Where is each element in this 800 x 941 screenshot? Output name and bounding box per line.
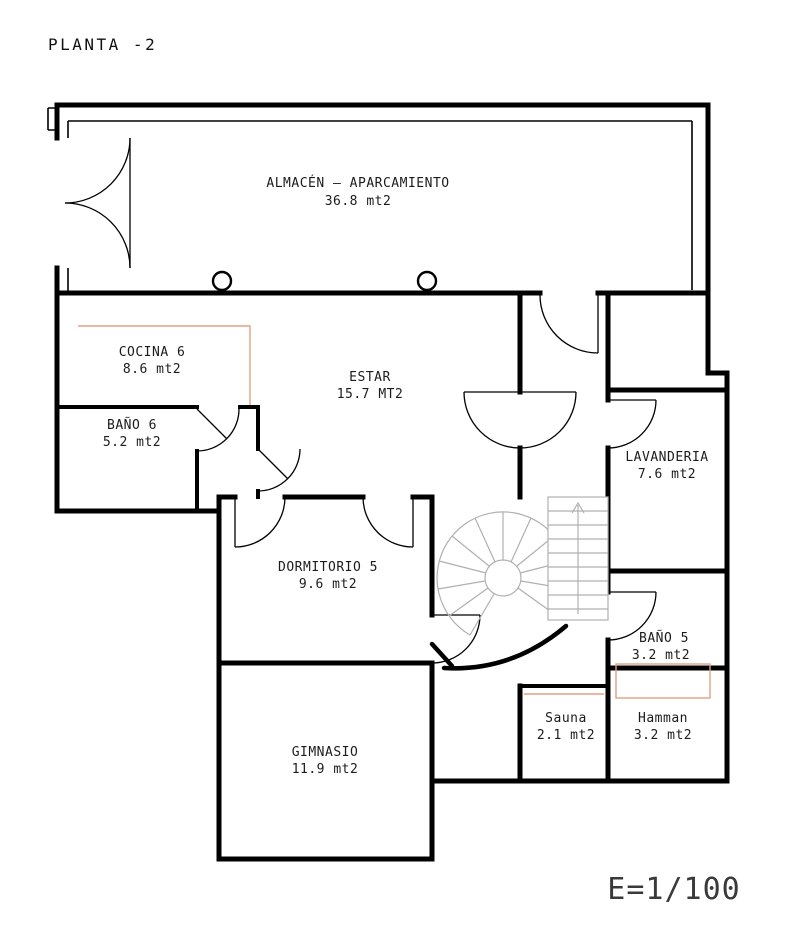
room-area: 8.6 mt2 [123, 362, 181, 377]
dormitorio-door-left [234, 496, 286, 548]
room-area: 7.6 mt2 [638, 467, 696, 482]
room-area: 3.2 mt2 [634, 728, 692, 743]
scale-label: E=1/100 [607, 872, 740, 907]
room-area: 5.2 mt2 [103, 435, 161, 450]
room-name: Sauna [545, 711, 587, 726]
estar-double-door [463, 391, 577, 449]
garage-door-lower-arc [64, 202, 131, 269]
plan-title: PLANTA -2 [48, 35, 157, 54]
column-icon [211, 270, 233, 292]
room-labels: ALMACÉN — APARCAMIENTO 36.8 mt2 COCINA 6… [103, 175, 708, 777]
room-area: 11.9 mt2 [292, 762, 359, 777]
room-area: 15.7 MT2 [337, 387, 404, 402]
room-name: Hamman [638, 711, 688, 726]
room-name: BAÑO 5 [639, 630, 689, 646]
room-label-gimnasio: GIMNASIO 11.9 mt2 [292, 745, 359, 777]
room-label-cocina: COCINA 6 8.6 mt2 [119, 345, 186, 377]
room-label-almacen: ALMACÉN — APARCAMIENTO 36.8 mt2 [266, 175, 449, 209]
room-label-bano5: BAÑO 5 3.2 mt2 [632, 630, 690, 663]
bano5-door [607, 591, 657, 641]
room-name: COCINA 6 [119, 345, 186, 360]
room-name: ESTAR [349, 370, 391, 385]
straight-staircase [547, 496, 609, 621]
room-area: 2.1 mt2 [537, 728, 595, 743]
room-label-bano6: BAÑO 6 5.2 mt2 [103, 417, 161, 450]
vestibule-door [257, 448, 301, 492]
walls [47, 102, 730, 862]
room-area: 9.6 mt2 [299, 577, 357, 592]
kitchen-counter-line [78, 325, 251, 405]
lavanderia-door [607, 399, 657, 449]
stair-enclosure [429, 623, 569, 671]
stair-hall-door [431, 614, 481, 664]
fixture-lines [78, 325, 711, 699]
bano6-door [196, 408, 240, 452]
room-name: ALMACÉN — APARCAMIENTO [266, 175, 449, 191]
room-label-estar: ESTAR 15.7 MT2 [337, 370, 404, 402]
room-label-lavanderia: LAVANDERIA 7.6 mt2 [625, 450, 708, 482]
room-name: BAÑO 6 [107, 417, 157, 433]
stair-direction-arrow [571, 501, 585, 614]
room-name: GIMNASIO [292, 745, 359, 760]
hamman-bench-line [615, 663, 711, 699]
room-name: DORMITORIO 5 [278, 560, 378, 575]
inner-wall-lines [67, 120, 693, 293]
columns [211, 270, 438, 292]
room-label-hamman: Hamman 3.2 mt2 [634, 711, 692, 743]
room-area: 3.2 mt2 [632, 648, 690, 663]
room-label-sauna: Sauna 2.1 mt2 [537, 711, 595, 743]
room-area: 36.8 mt2 [325, 194, 392, 209]
garage-door-upper-arc [64, 137, 131, 204]
room-name: LAVANDERIA [625, 450, 708, 465]
dormitorio-door-right [362, 496, 414, 548]
door-arcs [64, 137, 657, 664]
room-label-dormitorio5: DORMITORIO 5 9.6 mt2 [278, 560, 378, 592]
hall-top-door [539, 294, 599, 354]
column-icon [416, 270, 438, 292]
